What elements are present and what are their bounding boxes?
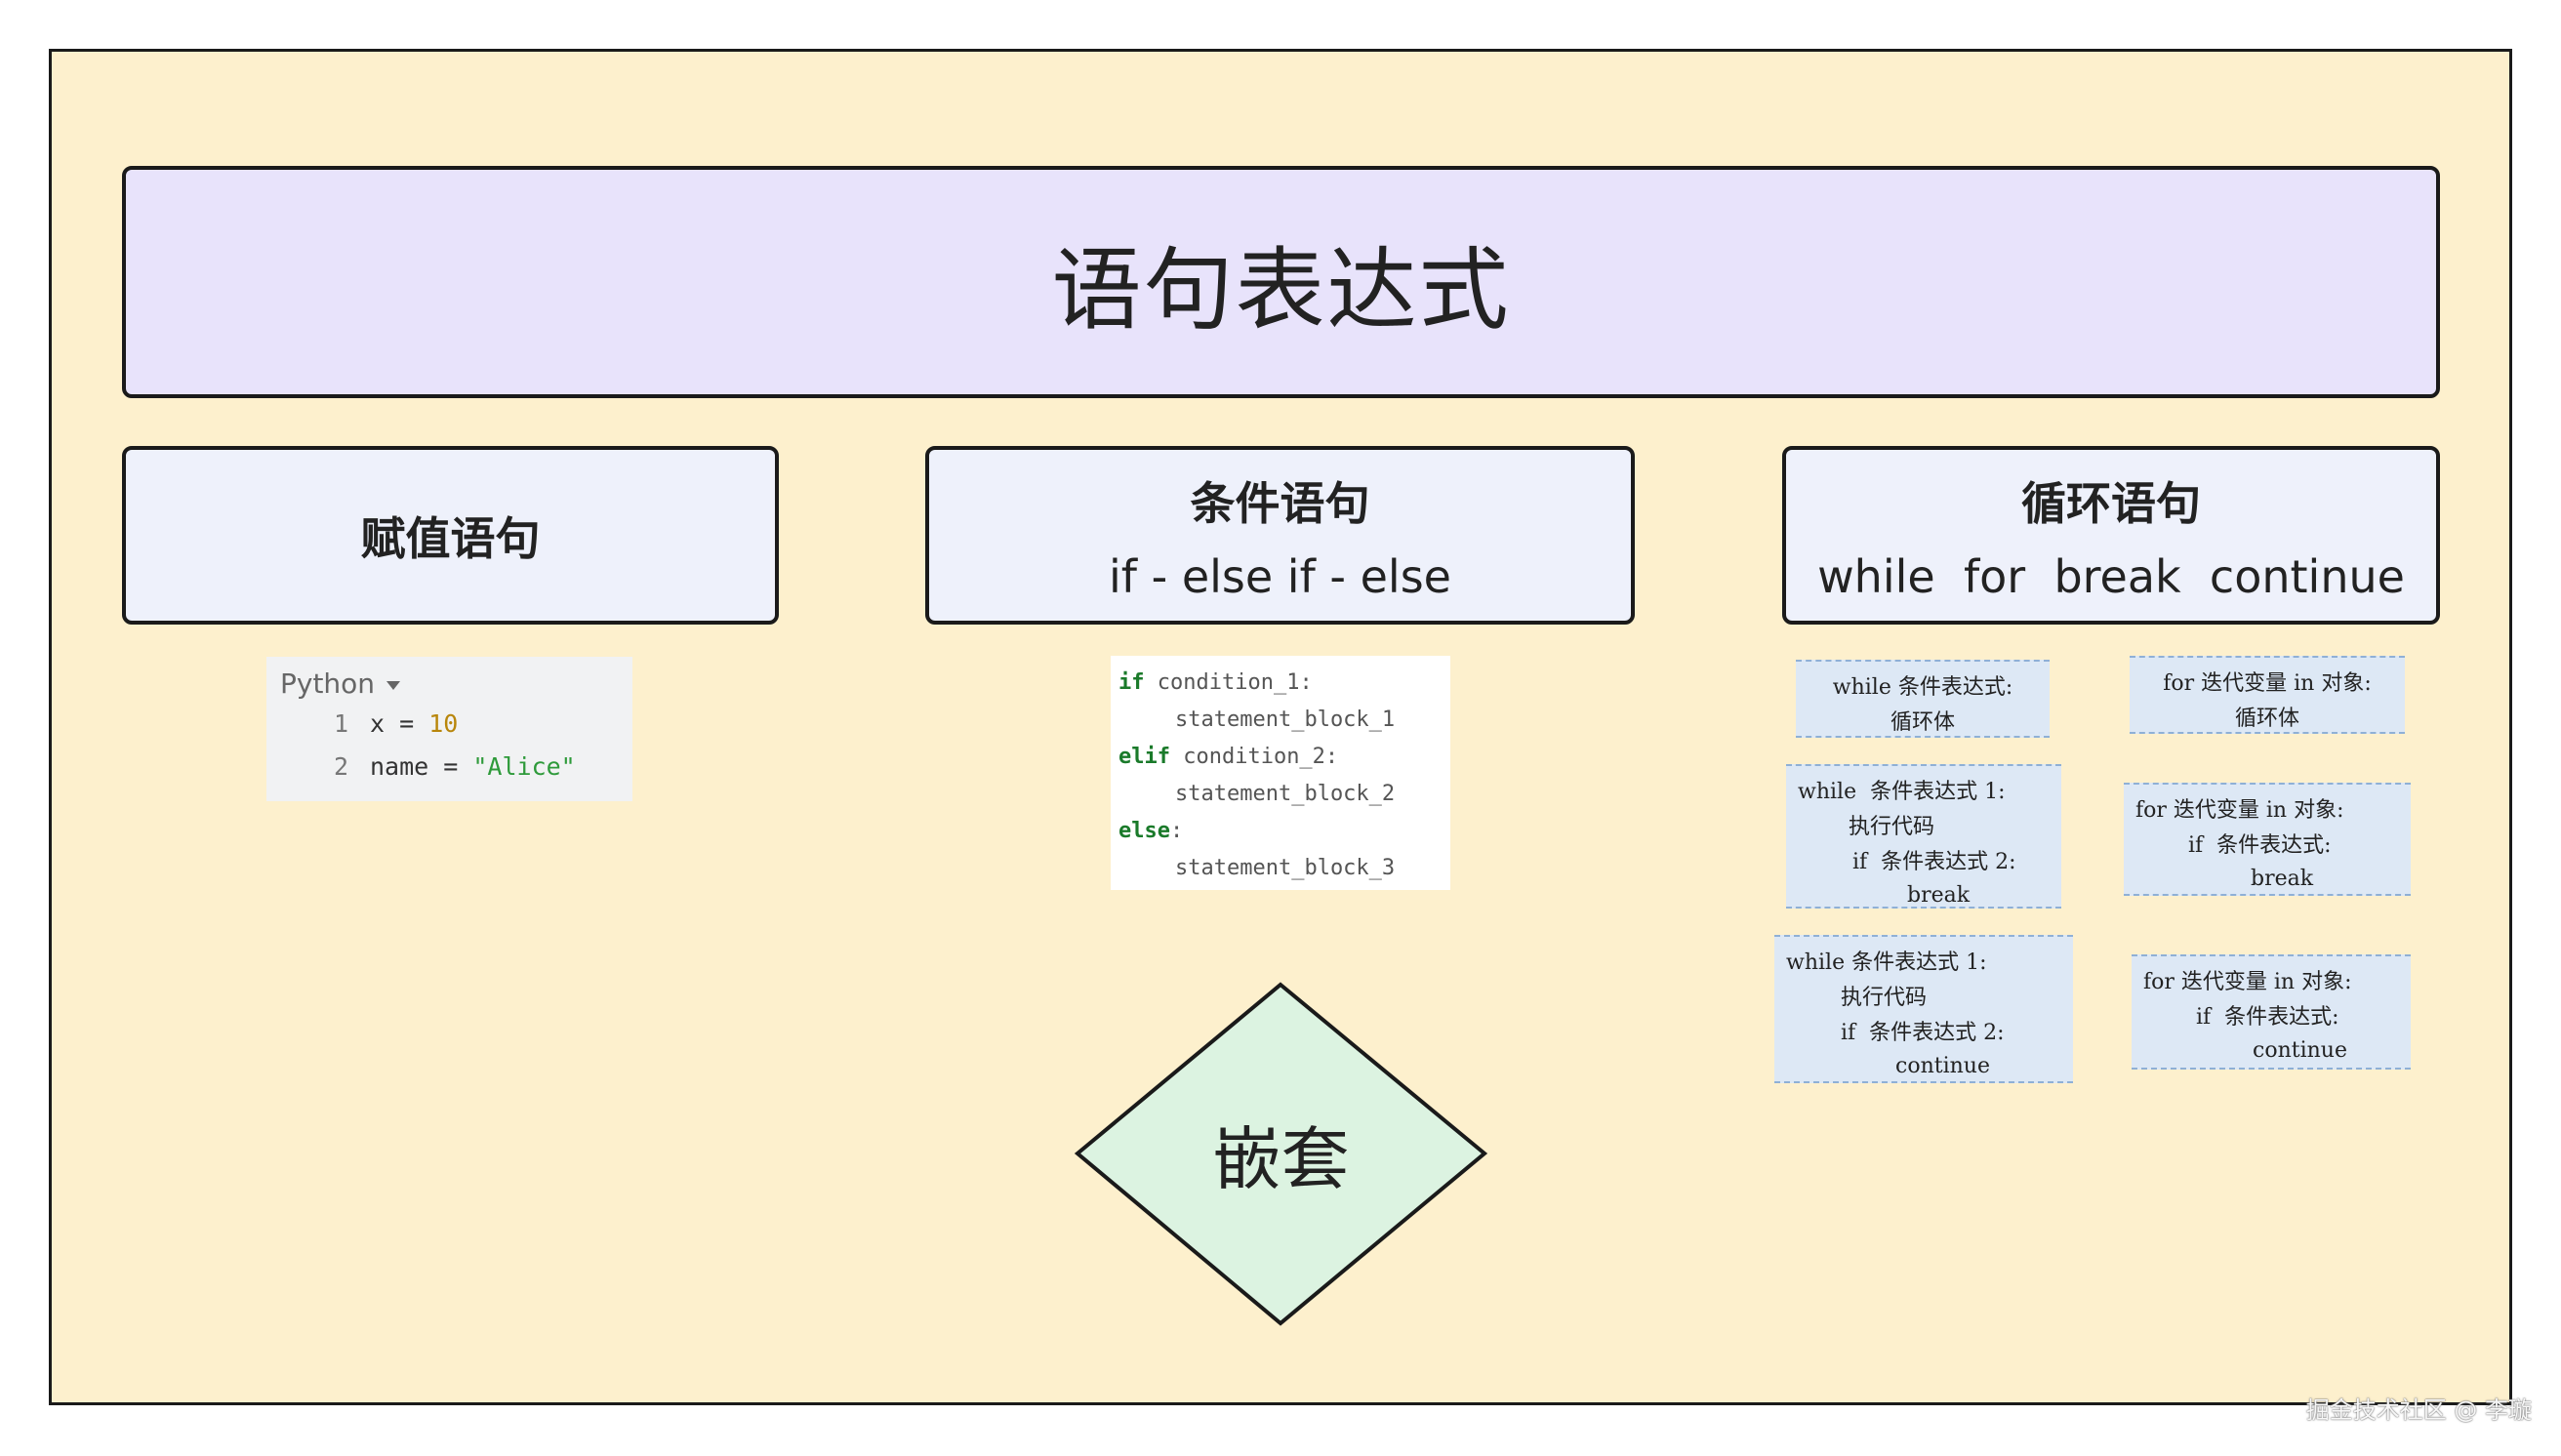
code-text: statement_block_3 (1175, 855, 1396, 880)
code-line: if 条件表达式 2: (1841, 1021, 2005, 1045)
code-line: 1 x = 10 (280, 702, 619, 745)
loop-title: 循环语句 (2021, 476, 2201, 530)
language-label: Python (280, 667, 376, 700)
code-text: statement_block_2 (1175, 781, 1396, 806)
code-text: statement_block_1 (1175, 707, 1396, 732)
code-line: statement_block_1 (1118, 701, 1443, 738)
diamond-shape (1074, 982, 1488, 1326)
chevron-down-icon (386, 680, 401, 690)
code-line: if 条件表达式 2: (1852, 850, 2016, 874)
code-line: else: (1118, 812, 1443, 849)
while-continue-snippet: while 条件表达式 1: 执行代码 if 条件表达式 2: continue (1774, 935, 2073, 1083)
nesting-label: 嵌套 (1212, 1119, 1350, 1199)
for-continue-snippet: for 迭代变量 in 对象: if 条件表达式: continue (2132, 954, 2411, 1070)
while-loop-snippet: while 条件表达式: 循环体 (1796, 660, 2050, 738)
code-line: if 条件表达式: (2188, 833, 2332, 858)
code-line: for 迭代变量 in 对象: (2143, 970, 2352, 994)
for-break-snippet: for 迭代变量 in 对象: if 条件表达式: break (2124, 783, 2411, 896)
diagram-title: 语句表达式 (1051, 237, 1511, 343)
code-text: condition_1: (1144, 669, 1313, 695)
python-code-snippet: Python 1 x = 10 2 name = "Alice" (266, 657, 632, 801)
code-line: 执行代码 (1841, 986, 1928, 1010)
code-line: if condition_1: (1118, 664, 1443, 701)
code-line: elif condition_2: (1118, 738, 1443, 775)
while-break-snippet: while 条件表达式 1: 执行代码 if 条件表达式 2: break (1786, 764, 2061, 909)
code-line: 循环体 (2234, 707, 2299, 731)
code-text: x = (370, 708, 429, 738)
code-line: 执行代码 (1849, 815, 1935, 839)
code-line: continue (2253, 1037, 2347, 1063)
loop-subtitle: while for break continue (1817, 549, 2405, 603)
code-line: break (2251, 866, 2314, 891)
line-number: 1 (333, 708, 348, 738)
watermark: 掘金技术社区 @ 李璇 (2305, 1396, 2532, 1424)
nesting-diamond: 嵌套 (1074, 981, 1488, 1327)
code-line: for 迭代变量 in 对象: (2163, 671, 2372, 696)
line-number: 2 (333, 751, 348, 781)
code-keyword: elif (1118, 744, 1170, 769)
code-line: if 条件表达式: (2196, 1005, 2339, 1030)
code-line: continue (1895, 1053, 1990, 1078)
code-text: : (1169, 818, 1184, 843)
conditional-title: 条件语句 (1190, 476, 1370, 530)
code-string-literal: "Alice" (472, 751, 576, 781)
code-number-literal: 10 (428, 708, 459, 738)
code-line: statement_block_3 (1118, 849, 1443, 886)
code-line: for 迭代变量 in 对象: (2135, 798, 2344, 823)
code-line: statement_block_2 (1118, 775, 1443, 812)
code-line: 2 name = "Alice" (280, 745, 619, 788)
code-line: break (1907, 882, 1971, 908)
code-keyword: if (1118, 669, 1145, 695)
conditional-box: 条件语句 if - else if - else (925, 446, 1635, 625)
code-line: while 条件表达式 1: (1786, 950, 1987, 975)
code-keyword: else (1118, 818, 1170, 843)
conditional-code-snippet: if condition_1: statement_block_1 elif c… (1111, 656, 1450, 890)
title-box: 语句表达式 (122, 166, 2440, 398)
code-line: while 条件表达式: (1832, 675, 2013, 700)
conditional-subtitle: if - else if - else (1109, 549, 1451, 603)
language-selector[interactable]: Python (280, 665, 619, 702)
code-text: condition_2: (1169, 744, 1339, 769)
code-line: 循环体 (1890, 710, 1955, 735)
loop-box: 循环语句 while for break continue (1782, 446, 2440, 625)
assignment-title: 赋值语句 (360, 511, 541, 565)
for-loop-snippet: for 迭代变量 in 对象: 循环体 (2130, 656, 2405, 734)
assignment-box: 赋值语句 (122, 446, 779, 625)
code-line: while 条件表达式 1: (1798, 780, 2006, 804)
code-text: name = (370, 751, 473, 781)
